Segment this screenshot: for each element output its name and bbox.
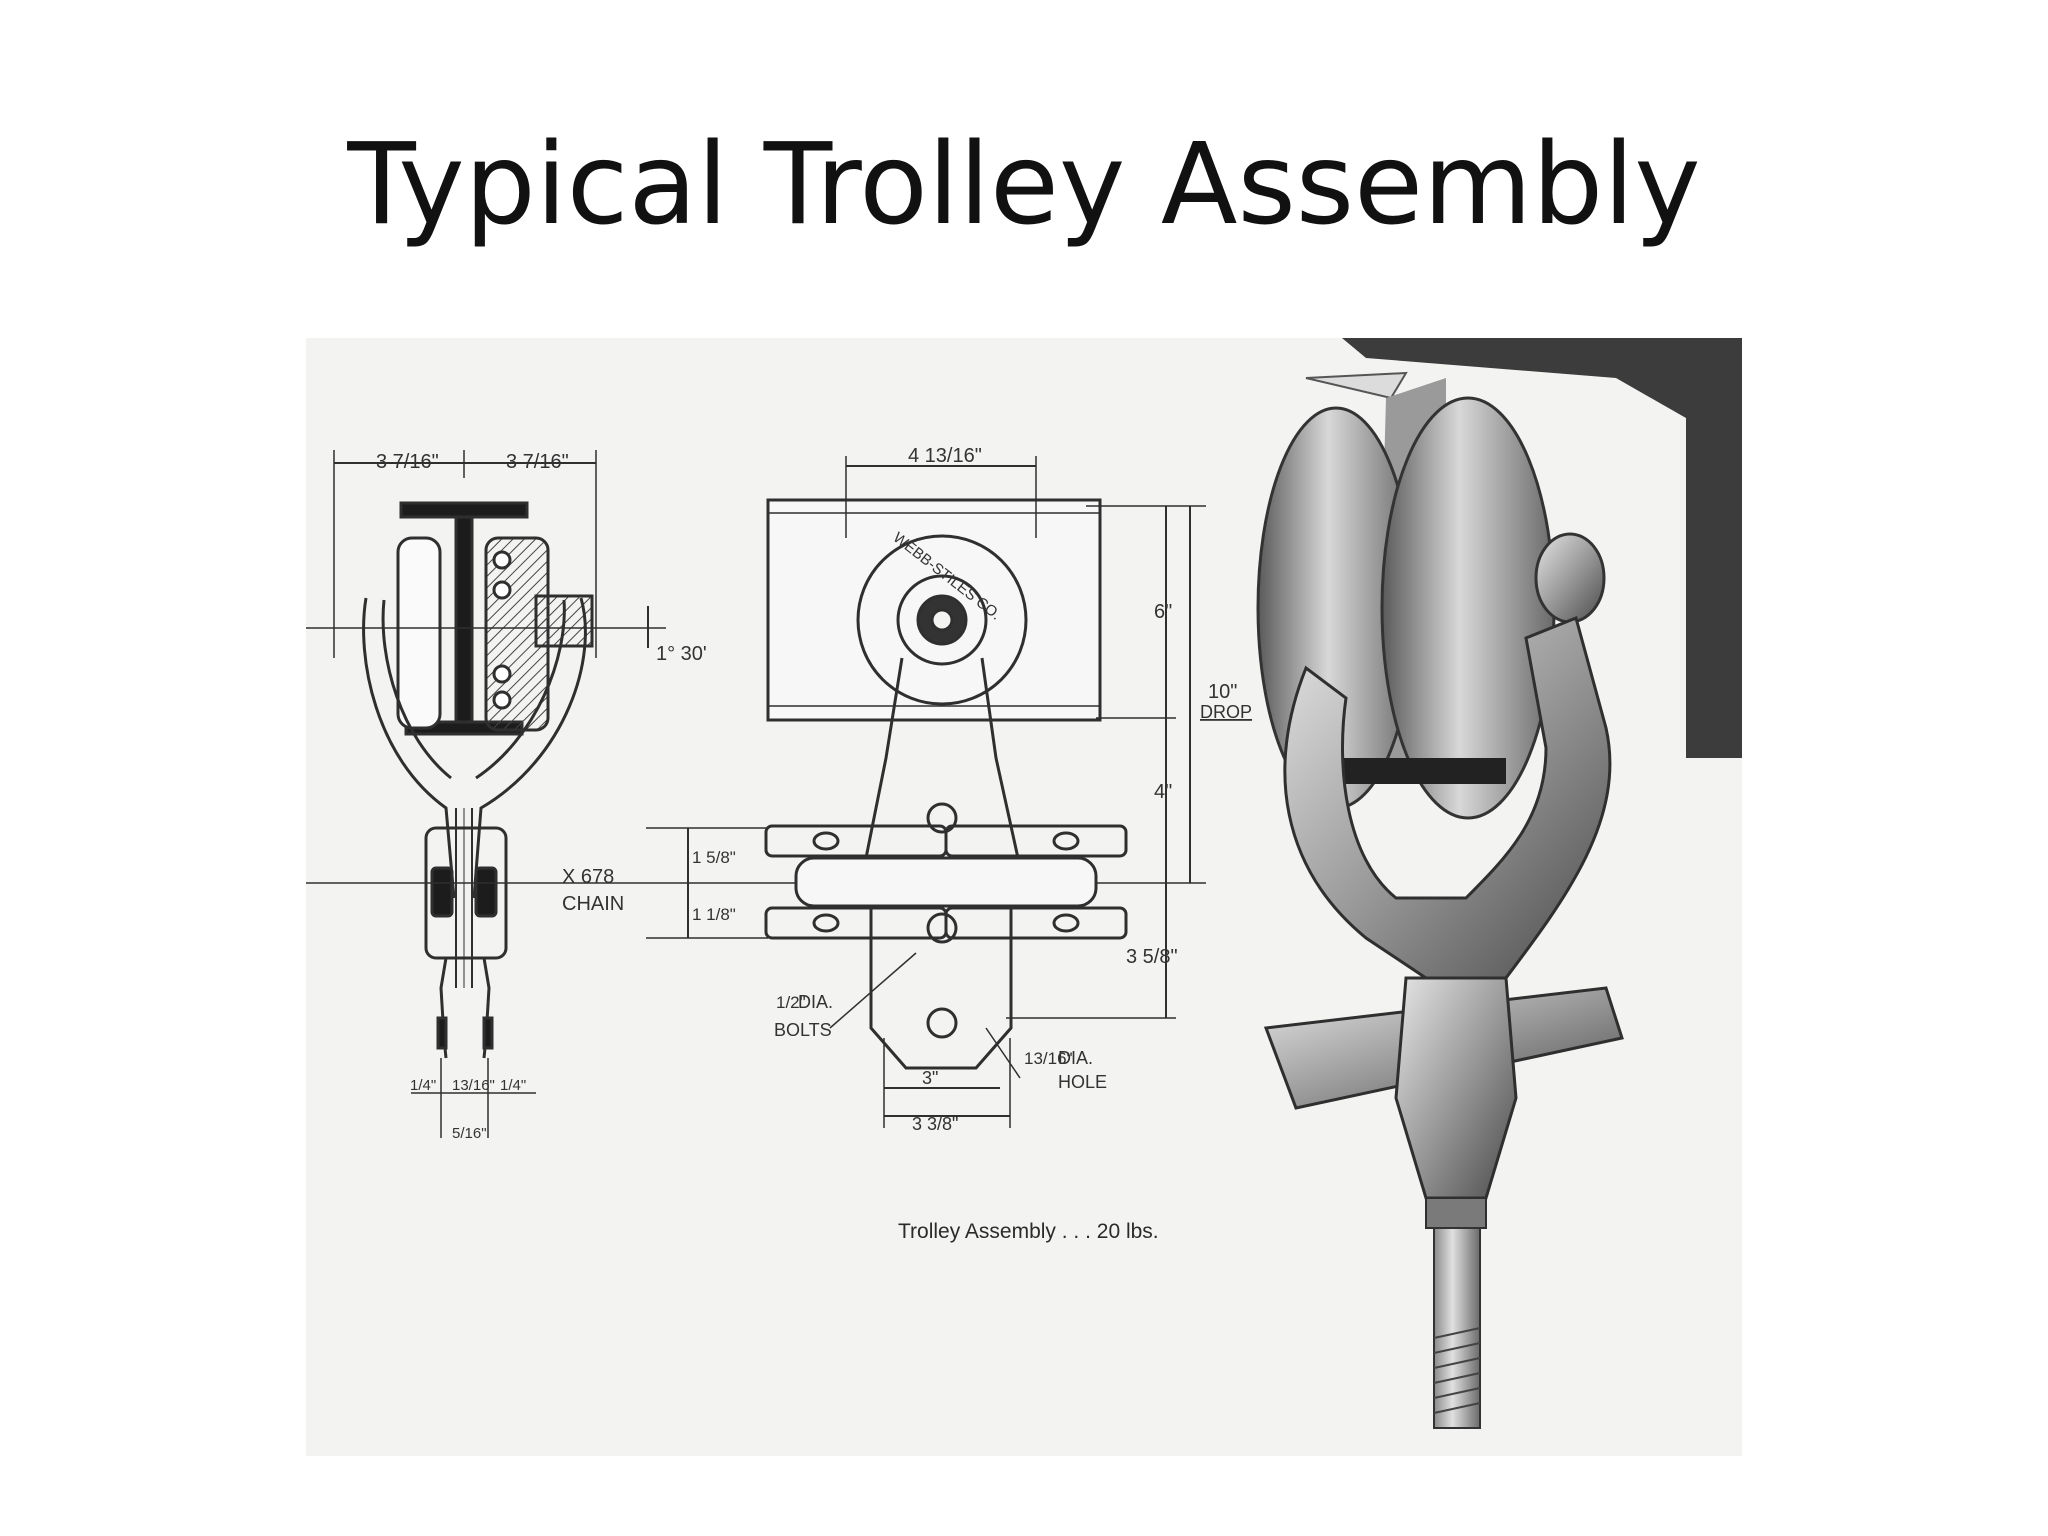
dim-quarter-right: 1/4" [500, 1077, 526, 1094]
figure-caption: Trolley Assembly . . . 20 lbs. [898, 1220, 1159, 1243]
label-dia-2: DIA. [1058, 1048, 1093, 1068]
dim-top-width: 4 13/16" [908, 445, 982, 467]
dim-bolt-size: 1/2" [776, 993, 806, 1012]
label-chain-type: X 678 [562, 866, 614, 888]
dim-side-right: 3 7/16" [506, 451, 569, 473]
dim-hole-size: 13/16" [1024, 1049, 1073, 1068]
dim-quarter-left: 1/4" [410, 1077, 436, 1094]
slide-title: Typical Trolley Assembly [347, 120, 1701, 250]
label-dia-1: DIA. [798, 992, 833, 1012]
trolley-figure: 3 7/16" 3 7/16" 1° 30' X 678 CHAIN 1/4" … [306, 338, 1742, 1456]
dim-side-left: 3 7/16" [376, 451, 439, 473]
dim-three-3-8: 3 3/8" [912, 1114, 958, 1134]
dim-ten-inch: 10" [1208, 681, 1237, 703]
label-chain: CHAIN [562, 893, 624, 915]
trolley-photo [1256, 338, 1742, 1429]
side-view-drawing [306, 450, 1066, 1138]
trolley-illustration: 3 7/16" 3 7/16" 1° 30' X 678 CHAIN 1/4" … [306, 338, 1742, 1456]
dim-three-5-8: 3 5/8" [1126, 946, 1178, 968]
dim-angle: 1° 30' [656, 643, 707, 665]
label-bolts: BOLTS [774, 1020, 832, 1040]
label-hole: HOLE [1058, 1072, 1107, 1092]
dim-chain-gap-upper: 1 5/8" [692, 848, 736, 867]
dim-three-inch: 3" [922, 1068, 938, 1088]
dim-four-inch: 4" [1154, 781, 1172, 803]
dim-13-16: 13/16" [452, 1077, 495, 1094]
dim-5-16: 5/16" [452, 1125, 487, 1142]
label-drop: DROP [1200, 702, 1252, 722]
front-view-drawing [646, 456, 1206, 1128]
dim-chain-gap-lower: 1 1/8" [692, 905, 736, 924]
dim-six-inch: 6" [1154, 601, 1172, 623]
